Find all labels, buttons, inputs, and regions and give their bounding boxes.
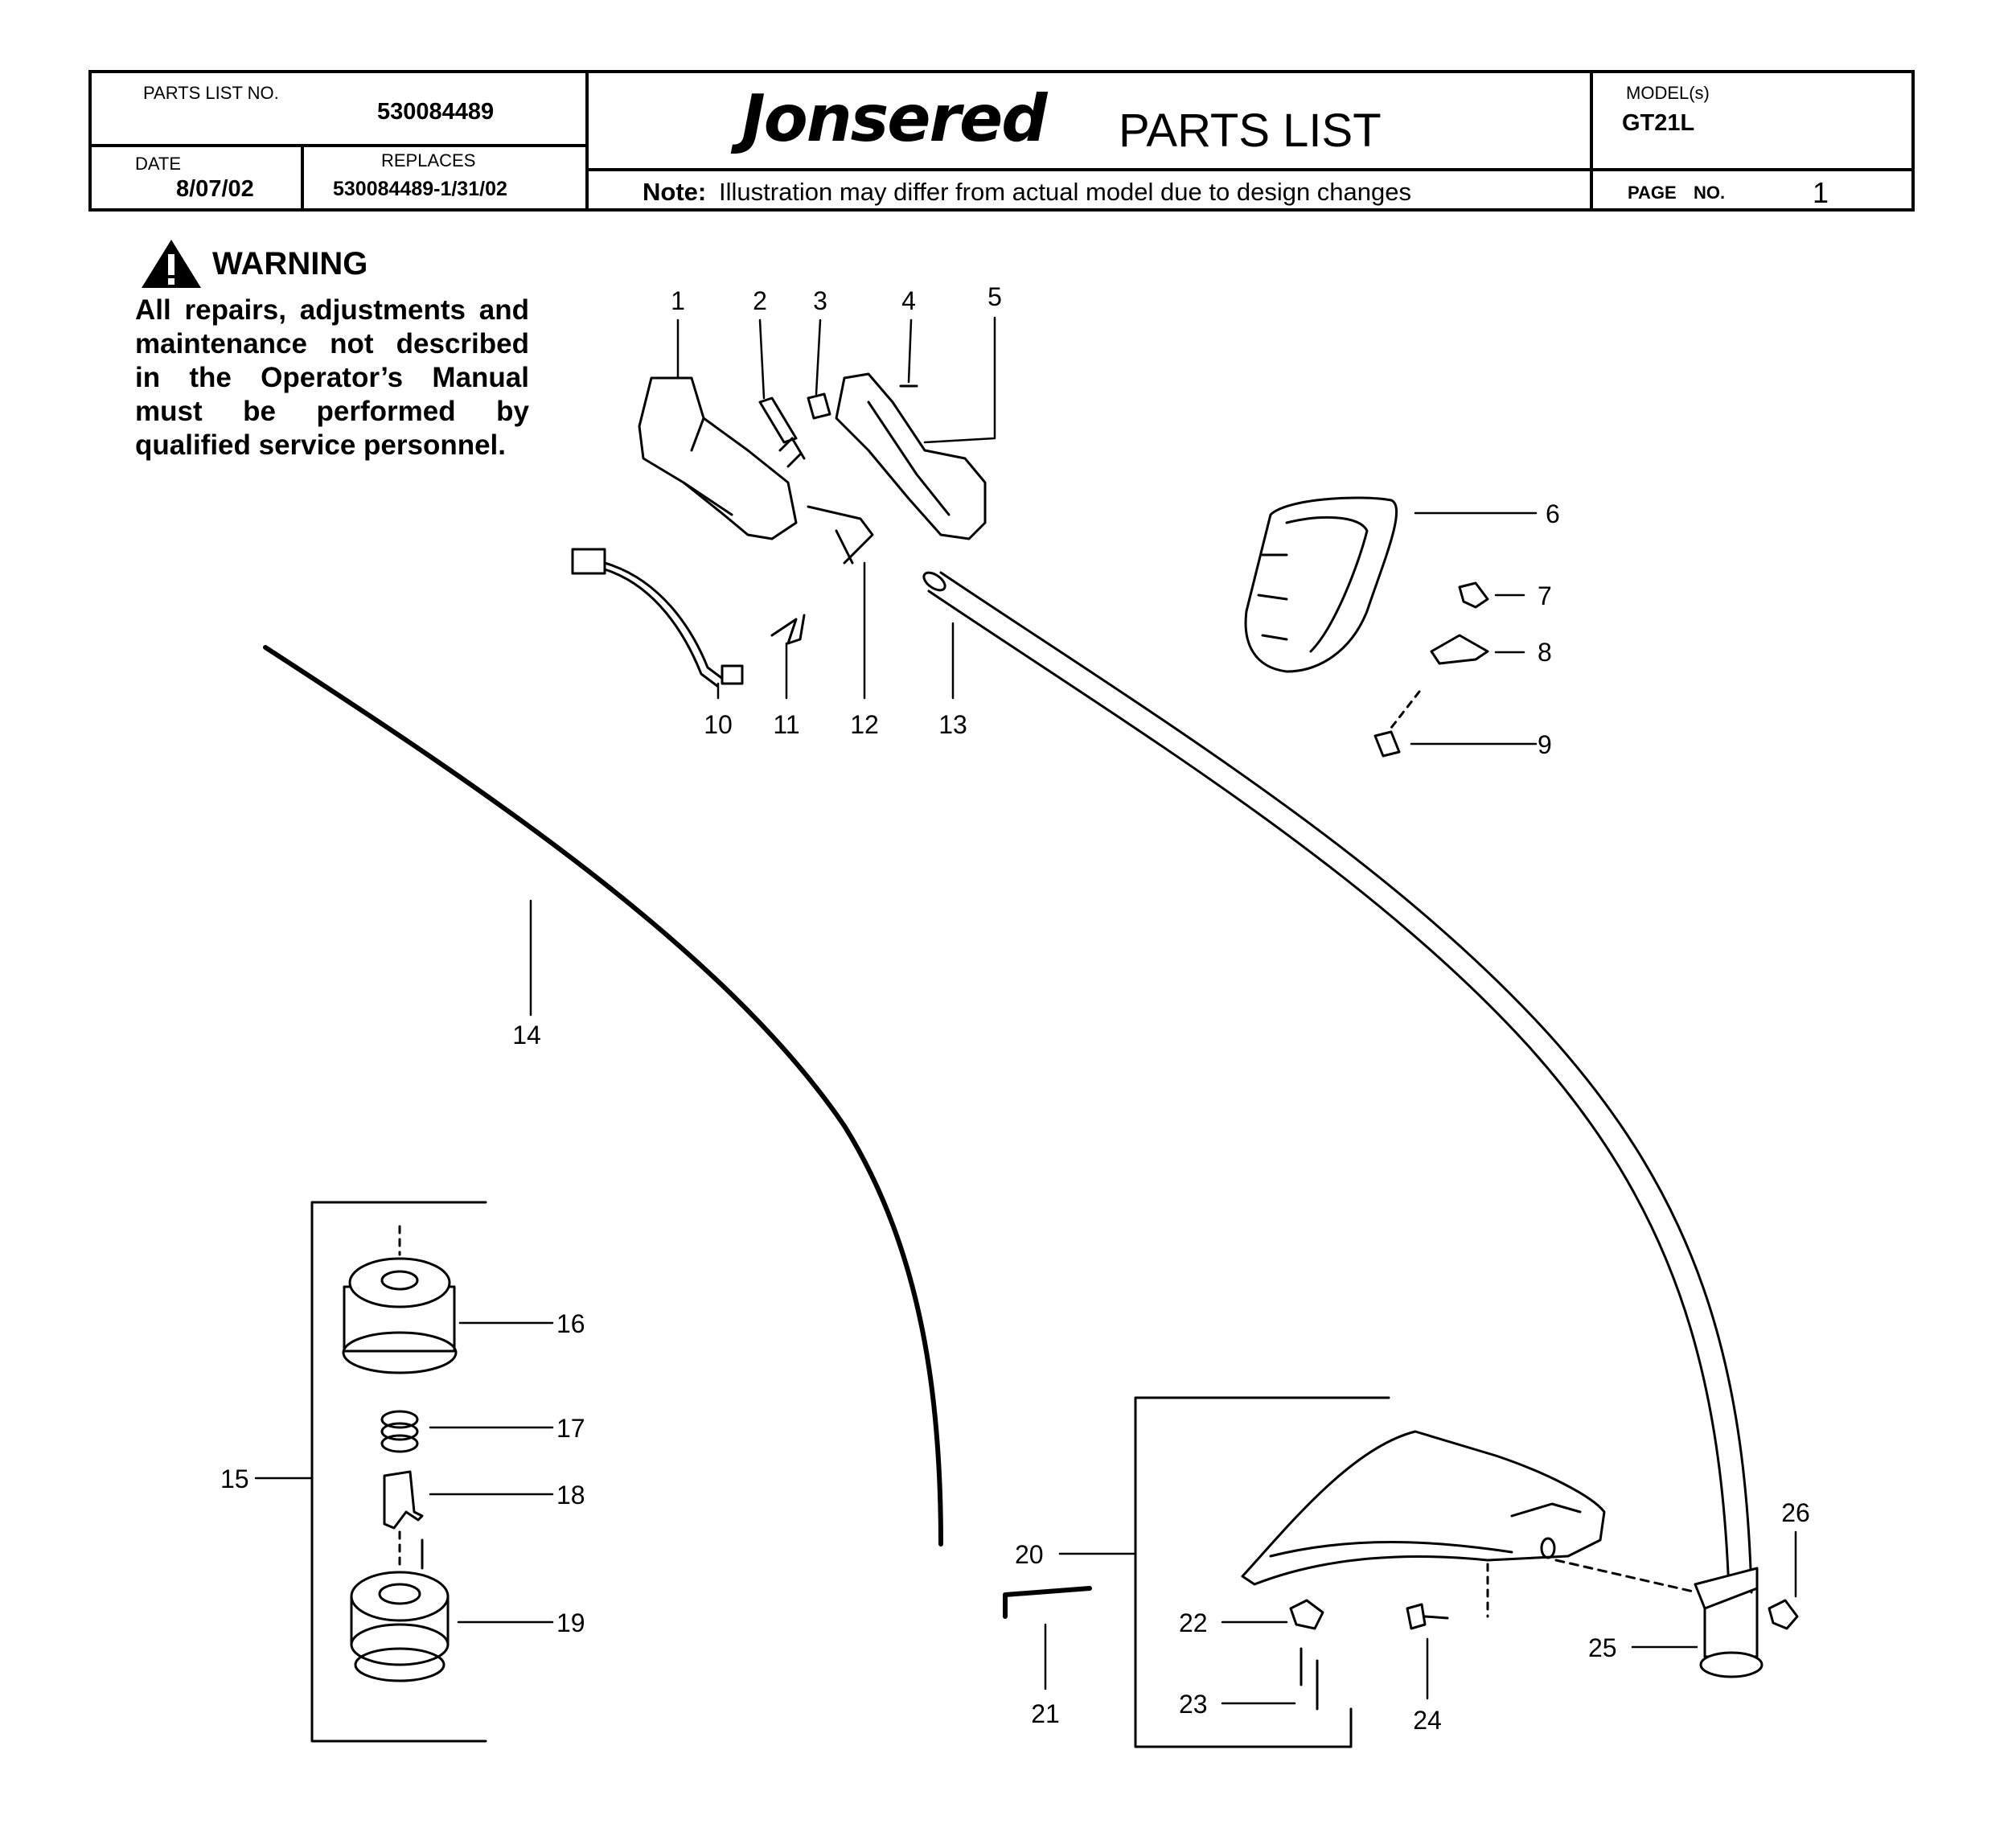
warning-title: WARNING <box>212 246 368 281</box>
callout-5: 5 <box>987 282 1002 311</box>
callout-16: 16 <box>556 1309 585 1338</box>
wing-nut-part <box>1458 581 1489 609</box>
note-label: Note: <box>643 178 707 206</box>
callout-26: 26 <box>1781 1498 1810 1527</box>
callout-12: 12 <box>850 710 879 739</box>
callout-1: 1 <box>671 286 685 315</box>
axis-line <box>1390 690 1421 729</box>
group-bracket-15 <box>310 1201 487 1743</box>
callout-10: 10 <box>704 710 733 739</box>
parts-list-no-label: PARTS LIST NO. <box>143 83 279 103</box>
callout-11: 11 <box>773 710 799 739</box>
callout-23: 23 <box>1179 1690 1208 1719</box>
header-table: PARTS LIST NO. 530084489 DATE 8/07/02 RE… <box>88 70 1915 212</box>
callout-7: 7 <box>1538 581 1552 610</box>
spring-wire-part <box>778 437 806 468</box>
callout-19: 19 <box>556 1608 585 1637</box>
callout-13: 13 <box>938 710 967 739</box>
divider <box>301 144 304 208</box>
wire-harness-part <box>571 548 744 688</box>
callout-3: 3 <box>813 286 827 315</box>
wire-clip-part <box>807 505 874 565</box>
debris-guard-part <box>1241 1430 1606 1586</box>
knife-part <box>1289 1599 1324 1630</box>
callout-4: 4 <box>901 286 916 315</box>
screw-part <box>1300 1647 1319 1711</box>
callout-20: 20 <box>1015 1540 1044 1569</box>
callout-24: 24 <box>1413 1706 1442 1735</box>
callout-9: 9 <box>1538 730 1552 759</box>
hex-key-part <box>1003 1586 1092 1619</box>
callout-6: 6 <box>1546 499 1560 528</box>
spring-part <box>380 1410 419 1453</box>
callout-labels: 1 2 3 4 5 6 7 8 9 10 11 12 13 14 15 16 1… <box>220 282 1810 1735</box>
page-label: PAGE <box>1628 183 1677 203</box>
callout-15: 15 <box>220 1464 249 1493</box>
warning-icon <box>142 240 201 288</box>
trigger-part <box>758 396 798 444</box>
bolt-part <box>1406 1603 1449 1630</box>
parts-list-no: 530084489 <box>377 99 495 125</box>
axis-line <box>1554 1559 1698 1594</box>
bracket-clamp-part <box>1694 1567 1759 1610</box>
bolt-part <box>1373 730 1401 758</box>
date-label: DATE <box>135 154 182 174</box>
divider <box>585 73 589 208</box>
date-value: 8/07/02 <box>176 176 254 202</box>
handle-housing-part <box>835 372 987 540</box>
models-label: MODEL(s) <box>1626 83 1710 103</box>
callout-25: 25 <box>1588 1633 1617 1662</box>
group-bracket-20 <box>1134 1396 1390 1748</box>
handle-half-part <box>638 376 798 540</box>
leader-lines <box>254 316 1797 1705</box>
wing-nut-part <box>1768 1599 1799 1630</box>
note-text: Illustration may differ from actual mode… <box>719 178 1412 206</box>
replaces-label: REPLACES <box>381 150 476 170</box>
callout-2: 2 <box>753 286 767 315</box>
callout-8: 8 <box>1538 638 1552 667</box>
page-title: PARTS LIST <box>1119 105 1382 157</box>
divider <box>585 168 1590 171</box>
callout-22: 22 <box>1179 1608 1208 1637</box>
loop-handle-part <box>1244 496 1398 673</box>
divider <box>1590 168 1911 171</box>
page-no-label: NO. <box>1694 183 1726 203</box>
replaces-value: 530084489-1/31/02 <box>333 178 507 200</box>
callout-17: 17 <box>556 1414 585 1443</box>
shaft-tube-part <box>922 571 1753 1594</box>
callout-18: 18 <box>556 1481 585 1510</box>
switch-part <box>807 392 831 420</box>
torsion-spring-part <box>770 614 806 645</box>
drive-cable-part <box>263 645 943 1547</box>
brand-logo: Jonsered <box>741 81 1048 156</box>
spool-part <box>350 1538 450 1682</box>
callout-21: 21 <box>1031 1699 1060 1728</box>
callout-14: 14 <box>512 1021 541 1049</box>
clamp-part <box>1430 634 1489 665</box>
nut-part <box>1699 1651 1763 1678</box>
warning-text: All repairs, adjustments and maintenance… <box>135 294 529 461</box>
trimmer-head-housing-part <box>342 1257 458 1374</box>
retainer-clip-part <box>383 1470 424 1530</box>
divider <box>92 144 585 147</box>
model-value: GT21L <box>1622 110 1695 136</box>
page-number: 1 <box>1813 176 1829 209</box>
divider <box>1590 73 1593 208</box>
